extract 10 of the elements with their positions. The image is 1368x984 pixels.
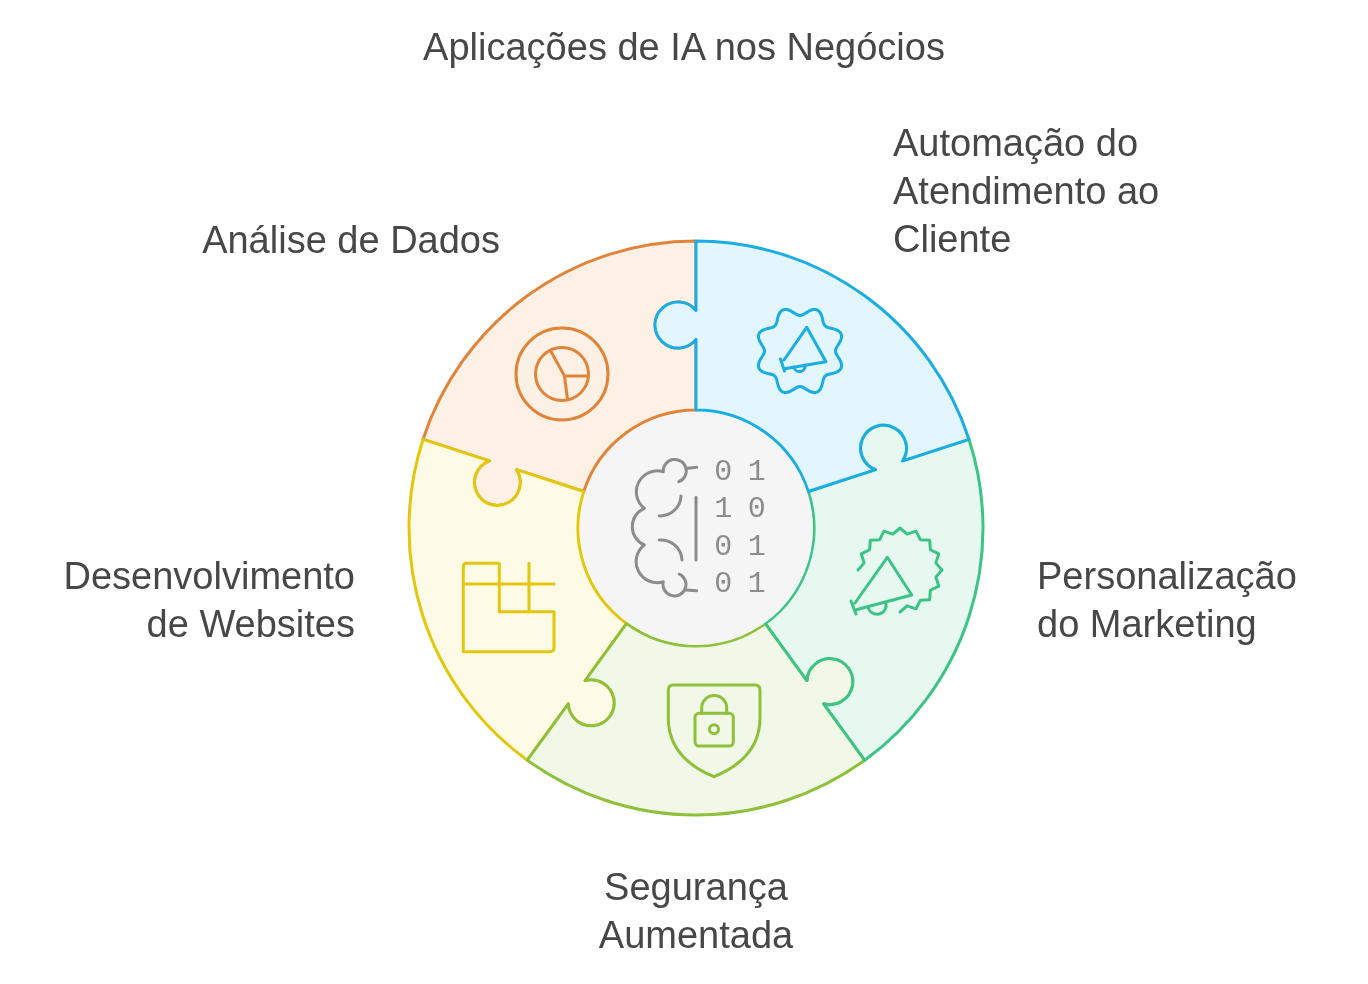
diagram-title: Aplicações de IA nos Negócios — [423, 25, 945, 70]
segment-heading: Análise de Dados — [202, 218, 500, 263]
binary-digits: 0 1 — [714, 456, 765, 487]
binary-digits: 0 1 — [714, 568, 765, 599]
segment-heading: Segurança Aumentada — [597, 865, 795, 958]
binary-digits: 0 1 — [714, 531, 765, 562]
segment-heading: Personalização do Marketing — [1037, 554, 1298, 647]
binary-digits: 1 0 — [714, 494, 765, 525]
segment-heading: Desenvolvimento de Websites — [62, 554, 355, 647]
segment-heading: Automação do Atendimento ao Cliente — [893, 121, 1161, 262]
